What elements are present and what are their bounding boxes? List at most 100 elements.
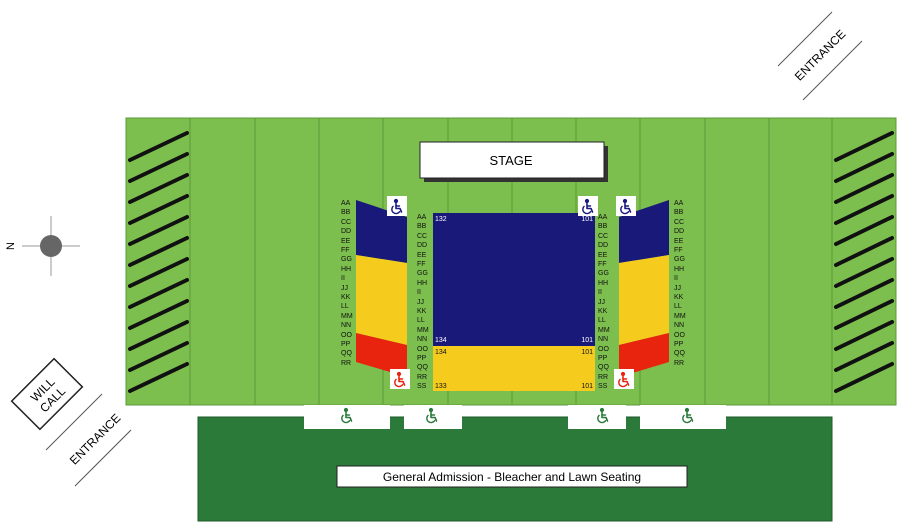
svg-text:JJ: JJ <box>417 299 424 306</box>
svg-text:KK: KK <box>674 294 684 301</box>
svg-text:DD: DD <box>341 228 351 235</box>
svg-text:GG: GG <box>598 270 609 277</box>
north-label: N <box>5 242 17 250</box>
svg-text:PP: PP <box>341 341 351 348</box>
svg-text:General Admission - Bleacher a: General Admission - Bleacher and Lawn Se… <box>383 470 641 484</box>
floor-section-numbers: 132 101 134 101 134 101 133 101 <box>435 216 593 390</box>
svg-text:JJ: JJ <box>598 299 605 306</box>
svg-text:RR: RR <box>417 374 427 381</box>
svg-text:GG: GG <box>417 270 428 277</box>
svg-text:AA: AA <box>674 200 684 207</box>
svg-text:JJ: JJ <box>341 285 348 292</box>
svg-text:AA: AA <box>598 214 608 221</box>
svg-text:HH: HH <box>674 266 684 273</box>
svg-text:BB: BB <box>417 223 427 230</box>
floor-row-labels-right: AA BB CC DD EE FF GG HH II JJ KK LL MM N… <box>598 214 610 390</box>
section-num: 134 <box>435 337 447 344</box>
entrance-top-label: ENTRANCE <box>792 27 849 84</box>
svg-text:SS: SS <box>417 383 427 390</box>
svg-text:EE: EE <box>674 238 684 245</box>
svg-text:CC: CC <box>674 219 684 226</box>
svg-text:DD: DD <box>674 228 684 235</box>
svg-text:II: II <box>598 289 602 296</box>
section-num: 101 <box>581 383 593 390</box>
svg-text:QQ: QQ <box>341 350 352 357</box>
wheelchair-icon[interactable] <box>614 369 634 389</box>
svg-text:EE: EE <box>598 252 608 259</box>
section-num: 133 <box>435 383 447 390</box>
svg-text:AA: AA <box>417 214 427 221</box>
svg-text:NN: NN <box>598 336 608 343</box>
svg-text:AA: AA <box>341 200 351 207</box>
svg-text:QQ: QQ <box>417 364 428 371</box>
svg-text:HH: HH <box>341 266 351 273</box>
floor-row-labels-left: AA BB CC DD EE FF GG HH II JJ KK LL MM N… <box>417 214 429 390</box>
svg-text:PP: PP <box>598 355 608 362</box>
svg-text:NN: NN <box>674 322 684 329</box>
left-row-labels: AA BB CC DD EE FF GG HH II JJ KK LL MM N… <box>341 200 353 367</box>
svg-text:DD: DD <box>417 242 427 249</box>
svg-text:LL: LL <box>417 317 425 324</box>
svg-text:RR: RR <box>674 360 684 367</box>
svg-text:NN: NN <box>417 336 427 343</box>
svg-text:KK: KK <box>417 308 427 315</box>
endzone-right-hatch <box>834 131 894 393</box>
svg-text:BB: BB <box>341 209 351 216</box>
svg-text:NN: NN <box>341 322 351 329</box>
svg-text:KK: KK <box>341 294 351 301</box>
right-row-labels: AA BB CC DD EE FF GG HH II JJ KK LL MM N… <box>674 200 686 367</box>
svg-text:JJ: JJ <box>674 285 681 292</box>
compass-icon: N <box>5 216 80 276</box>
section-right-wing[interactable] <box>619 200 669 377</box>
section-num: 101 <box>581 349 593 356</box>
wheelchair-icon[interactable] <box>387 196 407 216</box>
endzone-left-hatch <box>128 131 189 393</box>
svg-text:CC: CC <box>417 233 427 240</box>
svg-text:PP: PP <box>674 341 684 348</box>
svg-text:GG: GG <box>674 256 685 263</box>
section-num: 101 <box>581 216 593 223</box>
svg-text:RR: RR <box>341 360 351 367</box>
svg-text:MM: MM <box>341 313 353 320</box>
svg-text:OO: OO <box>417 346 428 353</box>
svg-text:II: II <box>417 289 421 296</box>
wheelchair-icon[interactable] <box>616 196 636 216</box>
svg-text:FF: FF <box>417 261 426 268</box>
svg-text:OO: OO <box>674 332 685 339</box>
section-num: 101 <box>581 337 593 344</box>
svg-text:GG: GG <box>341 256 352 263</box>
svg-text:OO: OO <box>598 346 609 353</box>
section-num: 132 <box>435 216 447 223</box>
svg-text:LL: LL <box>341 303 349 310</box>
svg-text:HH: HH <box>598 280 608 287</box>
svg-text:LL: LL <box>598 317 606 324</box>
section-num: 134 <box>435 349 447 356</box>
svg-text:EE: EE <box>341 238 351 245</box>
svg-text:KK: KK <box>598 308 608 315</box>
section-floor[interactable] <box>433 213 595 391</box>
svg-text:PP: PP <box>417 355 427 362</box>
general-admission-label: General Admission - Bleacher and Lawn Se… <box>336 465 688 488</box>
svg-text:DD: DD <box>598 242 608 249</box>
svg-text:MM: MM <box>417 327 429 334</box>
will-call-booth[interactable]: WILL CALL <box>10 357 84 431</box>
svg-text:SS: SS <box>598 383 608 390</box>
svg-text:QQ: QQ <box>674 350 685 357</box>
svg-text:QQ: QQ <box>598 364 609 371</box>
svg-text:II: II <box>674 275 678 282</box>
stage-label: STAGE <box>489 153 532 168</box>
section-left-wing[interactable] <box>356 200 407 377</box>
entrance-top-right[interactable]: ENTRANCE <box>777 11 863 101</box>
svg-text:FF: FF <box>674 247 683 254</box>
wheelchair-icon[interactable] <box>390 369 410 389</box>
wheelchair-icon[interactable] <box>578 196 598 216</box>
general-admission-area[interactable] <box>197 405 833 522</box>
svg-text:BB: BB <box>598 223 608 230</box>
svg-text:FF: FF <box>598 261 607 268</box>
svg-text:BB: BB <box>674 209 684 216</box>
stage[interactable]: STAGE <box>419 141 608 182</box>
entrance-bottom-label: ENTRANCE <box>67 411 124 468</box>
svg-text:II: II <box>341 275 345 282</box>
svg-text:CC: CC <box>598 233 608 240</box>
